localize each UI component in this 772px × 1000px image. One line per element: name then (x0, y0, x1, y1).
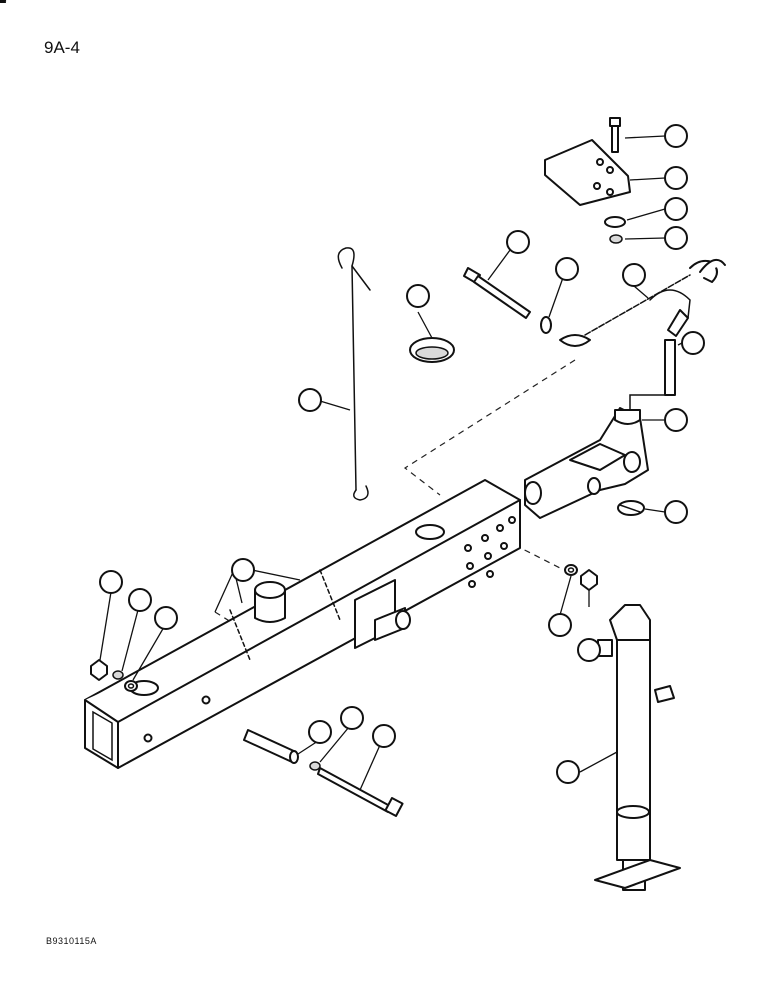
svg-text:14: 14 (0, 0, 7, 6)
callout-20: 20 (0, 0, 688, 190)
svg-text:23: 23 (0, 0, 6, 6)
bolt-hole-pattern (464, 516, 516, 588)
callout-6: 6 (0, 0, 601, 662)
nut-part-22 (609, 234, 623, 244)
svg-text:30: 30 (0, 0, 6, 6)
callout-1: 1 (0, 0, 255, 582)
drawbar-tube (84, 479, 521, 769)
leader-lines (99, 135, 683, 791)
svg-text:19: 19 (0, 0, 6, 6)
bolt-part-21 (609, 117, 621, 153)
svg-text:5: 5 (0, 0, 3, 6)
callout-26: 26 (0, 0, 688, 432)
svg-text:20: 20 (0, 0, 6, 6)
callout-21: 21 (0, 0, 688, 148)
svg-text:1: 1 (0, 0, 3, 6)
nut-washer-set-right (564, 564, 598, 591)
bolt-part-2 (463, 267, 531, 319)
svg-text:27: 27 (0, 0, 6, 6)
svg-text:28: 28 (0, 0, 6, 6)
callout-27: 27 (0, 0, 688, 524)
clevis-hitch-part-26 (524, 407, 649, 519)
callout-14-left: 14 (0, 0, 178, 630)
ring-part-27 (617, 500, 645, 516)
page-label: 9A-4 (44, 38, 80, 57)
callout-15: 15 (0, 0, 152, 612)
svg-text:14: 14 (0, 0, 7, 6)
callout-22: 22 (0, 0, 688, 250)
callout-16: 16 (0, 0, 123, 594)
svg-text:16: 16 (0, 0, 6, 6)
svg-text:22: 22 (0, 0, 6, 6)
svg-text:2: 2 (0, 0, 3, 6)
pin-part-12 (243, 729, 299, 764)
callout-14-lower: 14 (0, 0, 364, 730)
callout-30: 30 (0, 0, 580, 784)
svg-text:26: 26 (0, 0, 6, 6)
svg-text:6: 6 (0, 0, 3, 6)
callout-2: 2 (0, 0, 530, 254)
svg-text:29: 29 (0, 0, 6, 6)
jack-part-30 (594, 604, 681, 891)
washer-part-23 (604, 216, 626, 228)
callout-29: 29 (0, 0, 705, 355)
svg-text:4: 4 (0, 0, 4, 6)
washer-part-4 (540, 316, 552, 334)
callout-19: 19 (0, 0, 430, 308)
svg-text:13: 13 (0, 0, 6, 6)
svg-text:15: 15 (0, 0, 6, 6)
callout-4: 4 (0, 0, 579, 281)
hitch-pin-part-29 (629, 289, 691, 411)
nut-washer-set-left (90, 659, 138, 692)
svg-text:10: 10 (0, 0, 6, 6)
callout-12: 12 (0, 0, 332, 744)
svg-text:21: 21 (0, 0, 6, 6)
strap-part-20 (544, 139, 631, 206)
callout-13: 13 (0, 0, 396, 748)
svg-text:12: 12 (0, 0, 6, 6)
safety-chain-part-28 (559, 258, 726, 347)
doc-code: B9310115A (46, 936, 97, 946)
callout-10: 10 (0, 0, 322, 412)
callout-28: 28 (0, 0, 646, 287)
washer-14-lower (309, 761, 321, 771)
callout-5: 5 (0, 0, 572, 637)
lynch-pin-part-10 (337, 247, 371, 501)
bushing-part-19 (409, 337, 455, 363)
callout-23: 23 (0, 0, 688, 221)
bolt-part-13 (317, 767, 404, 817)
